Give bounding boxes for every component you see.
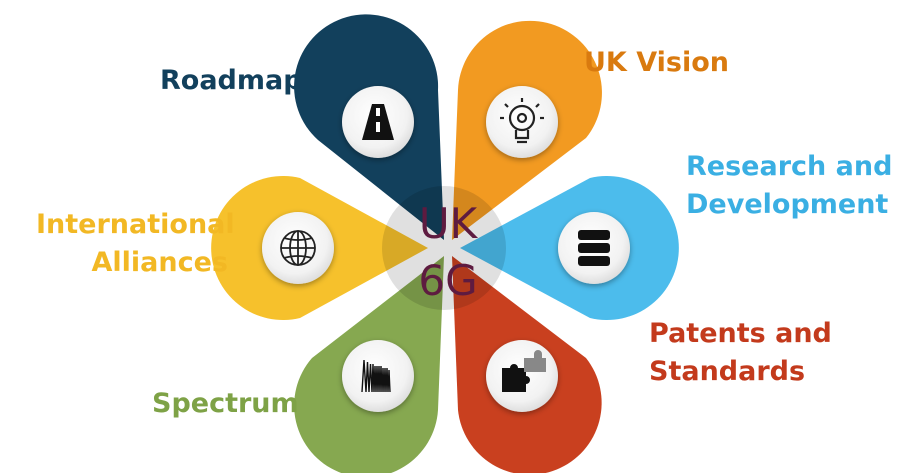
database-icon [578,230,610,266]
label-research-development: Research and Development [686,148,892,224]
globe-icon [280,230,316,266]
lightbulb-gear-icon [500,98,544,144]
label-roadmap-line1: Roadmap [160,65,303,96]
center-ring [382,186,506,310]
label-research-line2: Development [686,189,889,220]
label-patents-line2: Standards [649,356,806,387]
label-research-line1: Research and [686,151,893,182]
label-intl-line1: International [36,209,235,240]
label-uk-vision-line1: UK Vision [584,47,730,78]
waveform-icon [361,359,391,393]
label-intl-line2: Alliances [91,247,229,278]
label-spectrum: Spectrum [152,385,299,423]
puzzle-icon [502,350,546,392]
label-spectrum-line1: Spectrum [152,388,299,419]
road-icon [362,104,394,140]
center-title-line1: UK [419,199,479,248]
label-international-alliances: International Alliances [36,206,235,282]
label-patents-standards: Patents and Standards [649,315,832,391]
label-uk-vision: UK Vision [584,44,729,82]
center-title-line2: 6G [418,256,477,305]
label-patents-line1: Patents and [649,318,832,349]
label-roadmap: Roadmap [160,62,303,100]
